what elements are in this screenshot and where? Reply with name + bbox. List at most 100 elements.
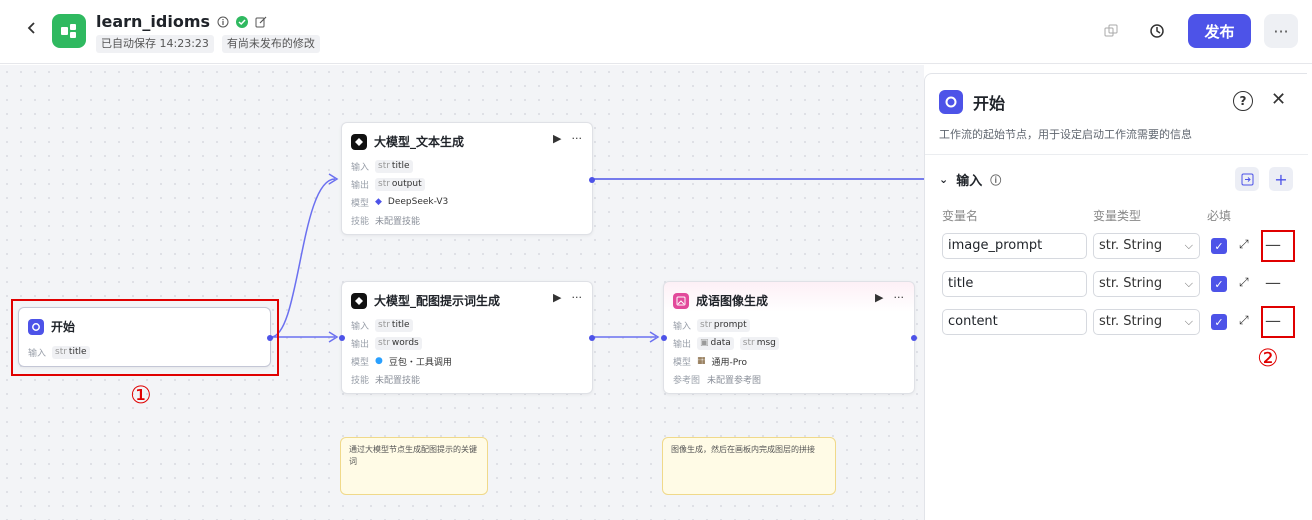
panel-title: 开始	[973, 94, 1006, 113]
annotation-box-start	[11, 299, 279, 376]
column-header-name: 变量名	[942, 209, 979, 223]
llm-text-skill-key: 技能	[351, 216, 370, 227]
annotation-number-two: ②	[1257, 344, 1279, 372]
image-gen-input-key: 输入	[673, 321, 692, 332]
node-more-icon[interactable]: ···	[893, 291, 905, 304]
llm-prompt-title: 大模型_配图提示词生成	[374, 294, 501, 308]
history-icon[interactable]	[1146, 20, 1168, 42]
image-gen-icon	[673, 292, 689, 309]
llm-prompt-skill-value: 未配置技能	[375, 375, 421, 386]
image-type-icon: ▣	[700, 337, 709, 348]
llm-text-input-key: 输入	[351, 162, 370, 173]
divider	[925, 154, 1308, 155]
remove-variable-button[interactable]: —	[1265, 311, 1281, 330]
llm-prompt-input-port[interactable]	[339, 335, 345, 341]
llm-text-title: 大模型_文本生成	[374, 135, 465, 149]
info-icon[interactable]: ⓘ	[990, 173, 1002, 187]
run-icon[interactable]: ▶	[553, 291, 562, 304]
image-gen-model-name: 通用-Pro	[711, 357, 748, 368]
deepseek-icon: ◆	[375, 197, 382, 207]
variable-row: image_prompt str. String⌵ ✓ ⤢ —	[942, 233, 1282, 259]
llm-prompt-output-key: 输出	[351, 339, 370, 350]
llm-prompt-model-name: 豆包・工具调用	[388, 357, 452, 368]
comment-note[interactable]: 图像生成，然后在画板内完成图层的拼接	[662, 437, 836, 495]
import-icon[interactable]	[1235, 167, 1259, 191]
llm-text-model-name: DeepSeek-V3	[387, 197, 449, 207]
required-checkbox[interactable]: ✓	[1211, 238, 1227, 254]
variable-row: title str. String⌵ ✓ ⤢ —	[942, 271, 1282, 297]
image-gen-output-key: 输出	[673, 339, 692, 350]
node-more-icon[interactable]: ···	[571, 291, 583, 304]
image-gen-ref-value: 未配置参考图	[707, 375, 762, 386]
image-gen-model-key: 模型	[673, 357, 692, 368]
info-icon[interactable]	[216, 15, 229, 28]
app-logo-icon	[52, 14, 86, 48]
expand-icon[interactable]: ⤢	[1239, 275, 1249, 289]
run-icon[interactable]: ▶	[875, 291, 884, 304]
autosave-tag: 已自动保存 14:23:23	[96, 35, 214, 53]
connection-lines	[270, 173, 924, 343]
image-gen-output-port[interactable]	[911, 335, 917, 341]
app-title: learn_idioms	[96, 12, 211, 31]
start-node-icon	[939, 90, 963, 114]
required-checkbox[interactable]: ✓	[1211, 276, 1227, 292]
variable-name-input[interactable]: image_prompt	[942, 233, 1087, 259]
publish-button[interactable]: 发布	[1188, 14, 1251, 48]
annotation-number-one: ①	[130, 381, 152, 409]
status-tags: 已自动保存 14:23:23 有尚未发布的修改	[96, 35, 320, 53]
llm-model-icon	[351, 133, 367, 150]
start-output-port[interactable]	[267, 335, 273, 341]
add-variable-button[interactable]: +	[1269, 167, 1293, 191]
remove-variable-button[interactable]: —	[1265, 273, 1281, 292]
comment-note[interactable]: 通过大模型节点生成配图提示的关键词	[340, 437, 488, 495]
chevron-down-icon[interactable]: ⌄	[939, 173, 949, 186]
expand-icon[interactable]: ⤢	[1239, 313, 1249, 327]
image-gen-input-port[interactable]	[661, 335, 667, 341]
help-icon[interactable]: ?	[1233, 91, 1253, 111]
column-header-type: 变量类型	[1093, 209, 1142, 223]
variable-name-input[interactable]: content	[942, 309, 1087, 335]
annotation-box-remove-3	[1261, 306, 1295, 338]
annotation-box-remove-1	[1261, 230, 1295, 262]
image-gen-ref-key: 参考图	[673, 375, 701, 386]
more-options-button[interactable]: ···	[1264, 14, 1298, 48]
expand-icon[interactable]: ⤢	[1239, 237, 1249, 251]
start-node-title: 开始	[51, 320, 76, 334]
panel-description: 工作流的起始节点，用于设定启动工作流需要的信息	[939, 128, 1192, 141]
start-node-icon	[28, 318, 44, 335]
copy-icon[interactable]	[1100, 20, 1122, 42]
input-section-header[interactable]: ⌄ 输入 ⓘ	[939, 170, 1001, 189]
run-icon[interactable]: ▶	[553, 132, 562, 145]
remove-variable-button[interactable]: —	[1265, 235, 1281, 254]
variable-name-input[interactable]: title	[942, 271, 1087, 297]
variable-type-select[interactable]: str. String⌵	[1093, 309, 1200, 335]
node-more-icon[interactable]: ···	[571, 132, 583, 145]
verified-check-icon	[235, 15, 248, 28]
variable-type-select[interactable]: str. String⌵	[1093, 271, 1200, 297]
llm-text-output-key: 输出	[351, 180, 370, 191]
top-bar: learn_idioms 已自动保存 14:23:23 有尚未发布的修改 发布 …	[0, 0, 1312, 64]
llm-text-skill-value: 未配置技能	[375, 216, 421, 227]
back-arrow-icon[interactable]	[22, 20, 42, 40]
close-icon[interactable]: ✕	[1271, 89, 1287, 110]
image-gen-title: 成语图像生成	[696, 294, 769, 308]
variable-row: content str. String⌵ ✓ ⤢ —	[942, 309, 1282, 335]
edit-icon[interactable]	[254, 15, 267, 28]
node-config-panel: 开始 ? ✕ 工作流的起始节点，用于设定启动工作流需要的信息 ⌄ 输入 ⓘ + …	[924, 73, 1308, 520]
app-title-row: learn_idioms	[96, 12, 267, 31]
start-input-key: 输入	[28, 348, 47, 359]
llm-prompt-output-port[interactable]	[589, 335, 595, 341]
llm-text-output-port[interactable]	[589, 177, 595, 183]
variable-type-select[interactable]: str. String⌵	[1093, 233, 1200, 259]
required-checkbox[interactable]: ✓	[1211, 314, 1227, 330]
